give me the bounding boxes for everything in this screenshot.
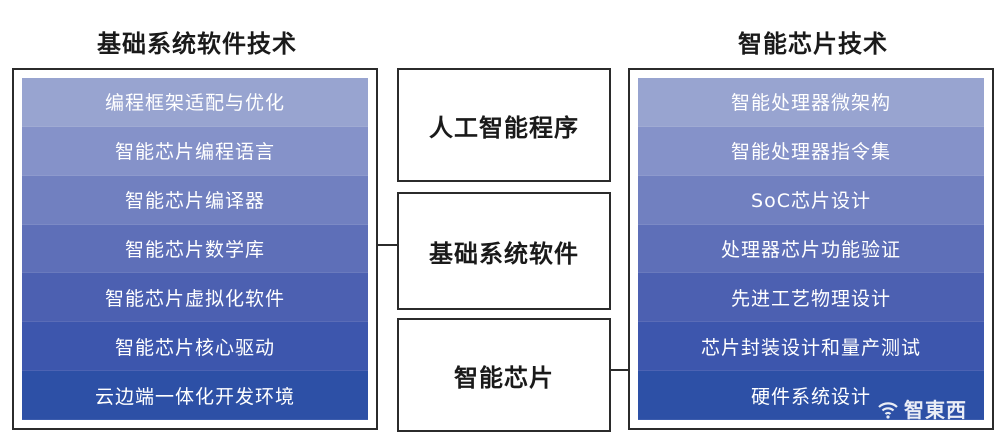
chip-tech-panel: 智能处理器微架构 智能处理器指令集 SoC芯片设计 处理器芯片功能验证 先进工艺… [628, 68, 994, 430]
ai-program-box: 人工智能程序 [397, 68, 611, 182]
right-item: 处理器芯片功能验证 [638, 224, 984, 274]
left-item: 云边端一体化开发环境 [22, 371, 368, 421]
watermark-text: 智東西 [904, 398, 967, 422]
wifi-signal-icon [878, 401, 898, 419]
right-column-heading: 智能芯片技术 [738, 30, 888, 58]
connector-line-right [611, 369, 628, 371]
left-item: 智能芯片核心驱动 [22, 322, 368, 372]
right-item: SoC芯片设计 [638, 175, 984, 225]
system-software-box: 基础系统软件 [397, 192, 611, 310]
left-column-heading: 基础系统软件技术 [97, 30, 297, 58]
right-item: 硬件系统设计 [638, 371, 984, 421]
connector-line-left [378, 244, 397, 246]
right-item: 芯片封装设计和量产测试 [638, 322, 984, 372]
smart-chip-box: 智能芯片 [397, 318, 611, 432]
left-item: 智能芯片虚拟化软件 [22, 273, 368, 323]
system-software-tech-panel: 编程框架适配与优化 智能芯片编程语言 智能芯片编译器 智能芯片数学库 智能芯片虚… [12, 68, 378, 430]
right-item: 先进工艺物理设计 [638, 273, 984, 323]
right-item: 智能处理器指令集 [638, 126, 984, 176]
left-item: 智能芯片编译器 [22, 175, 368, 225]
left-item: 智能芯片编程语言 [22, 126, 368, 176]
brand-watermark: 智東西 [876, 394, 967, 423]
left-item: 编程框架适配与优化 [22, 78, 368, 127]
left-item: 智能芯片数学库 [22, 224, 368, 274]
right-item: 智能处理器微架构 [638, 78, 984, 127]
